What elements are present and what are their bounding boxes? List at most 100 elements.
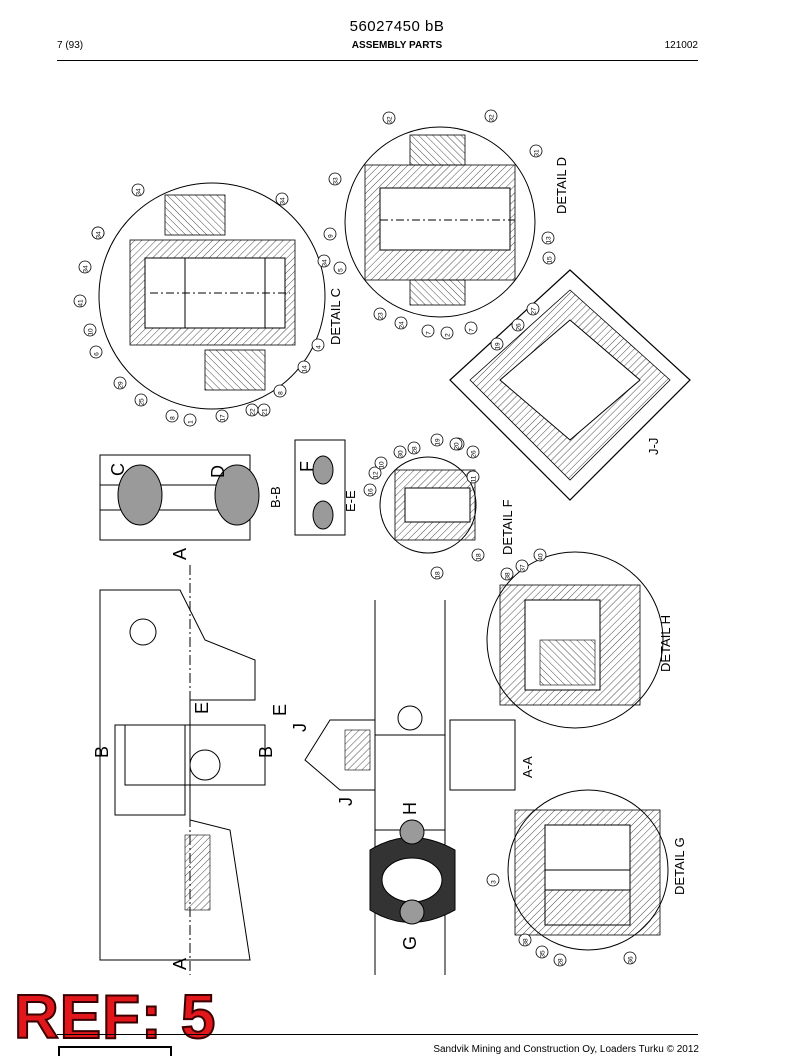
balloon-label: 22: [250, 408, 257, 416]
marker-e-left: E: [192, 702, 212, 714]
balloon-circle: [368, 466, 382, 480]
balloon-circle: [511, 318, 525, 332]
detail-c-view: DETAIL C: [98, 182, 343, 410]
balloon-circle: [529, 144, 543, 158]
marker-e-right: E: [270, 704, 290, 716]
balloon-label: 28: [558, 958, 565, 966]
balloon-circle: [165, 409, 179, 423]
ref-stamp: REF: 5: [13, 982, 217, 1053]
section-aa-view: H G J J A-A: [290, 600, 535, 975]
balloon-label: 27: [531, 307, 538, 315]
balloon-label: 38: [505, 572, 512, 580]
section-bb-label: B-B: [268, 486, 283, 508]
document-number: 56027450 bB: [349, 18, 445, 35]
marker-a-bottom: A: [170, 958, 190, 970]
balloon-label: 12: [373, 471, 380, 479]
balloon-circle: [89, 345, 103, 359]
balloon-label: 18: [435, 571, 442, 579]
marker-b-right: B: [256, 746, 276, 758]
balloon-circle: [91, 226, 105, 240]
balloon-circle: [113, 376, 127, 390]
balloon-label: 20: [454, 442, 461, 450]
balloon-label: 10: [88, 328, 95, 336]
detail-g-label: DETAIL G: [672, 837, 687, 895]
balloon-label: 34: [322, 259, 329, 267]
detail-f-label: DETAIL F: [500, 499, 515, 555]
balloon-label: 29: [118, 381, 125, 389]
document-date: 121002: [664, 40, 698, 51]
balloon-label: 40: [538, 553, 545, 561]
balloon-circle: [421, 324, 435, 338]
balloon-circle: [449, 437, 463, 451]
balloon-circle: [490, 337, 504, 351]
balloon-circle: [297, 360, 311, 374]
brand-logo-strip: [58, 1046, 172, 1056]
balloon-circle: [215, 409, 229, 423]
balloon-label: 14: [302, 365, 309, 373]
section-bb-view: C D B-B: [99, 454, 283, 541]
balloon-circle: [486, 873, 500, 887]
balloon-label: 8: [278, 391, 285, 395]
assembly-drawing: DETAIL C DETAIL D C D B-B F E-E DETAIL F: [73, 109, 691, 975]
balloon-label: 24: [399, 321, 406, 329]
balloon-circle: [466, 445, 480, 459]
balloon-label: 34: [96, 231, 103, 239]
balloon-circle: [311, 338, 325, 352]
section-aa-label: A-A: [520, 756, 535, 778]
balloon-circle: [430, 566, 444, 580]
section-jj-label: J-J: [646, 438, 661, 455]
balloon-label: 19: [435, 438, 442, 446]
marker-c: C: [108, 463, 128, 476]
balloon-label: 34: [280, 197, 287, 205]
balloon-circle: [466, 470, 480, 484]
detail-d-label: DETAIL D: [554, 157, 569, 214]
footer-copyright: Sandvik Mining and Construction Oy, Load…: [433, 1044, 699, 1055]
balloon-label: 6: [94, 352, 101, 356]
balloon-circle: [382, 111, 396, 125]
balloon-circle: [183, 413, 197, 427]
balloon-circle: [363, 483, 377, 497]
marker-g: G: [400, 936, 420, 950]
balloon-circle: [542, 251, 556, 265]
balloon-circle: [484, 109, 498, 123]
balloon-circle: [440, 326, 454, 340]
balloon-label: 10: [379, 461, 386, 469]
header-divider: [57, 60, 698, 61]
balloon-label: 26: [516, 323, 523, 331]
balloon-circle: [393, 445, 407, 459]
balloon-label: 2: [445, 333, 452, 337]
balloon-circle: [374, 456, 388, 470]
balloon-label: 34: [83, 265, 90, 273]
marker-d: D: [208, 465, 228, 478]
detail-c-label: DETAIL C: [328, 288, 343, 345]
balloon-circle: [464, 321, 478, 335]
balloon-circle: [533, 548, 547, 562]
detail-h-view: DETAIL H: [486, 551, 673, 729]
balloon-label: 25: [139, 398, 146, 406]
marker-a-top: A: [170, 548, 190, 560]
balloon-label: 30: [398, 450, 405, 458]
balloon-label: 37: [520, 564, 527, 572]
balloon-label: 41: [78, 299, 85, 307]
balloon-label: 32: [387, 116, 394, 124]
balloon-label: 17: [220, 414, 227, 422]
balloon-circle: [526, 302, 540, 316]
balloon-circle: [373, 307, 387, 321]
marker-h: H: [400, 802, 420, 815]
marker-b-left: B: [92, 746, 112, 758]
balloon-circle: [131, 183, 145, 197]
section-jj-view: J-J: [449, 269, 691, 501]
marker-f: F: [297, 461, 317, 472]
detail-g-view: DETAIL G: [507, 789, 687, 951]
detail-h-label: DETAIL H: [658, 615, 673, 672]
balloon-circle: [323, 227, 337, 241]
marker-j-bottom: J: [336, 797, 356, 806]
balloon-circle: [78, 260, 92, 274]
balloon-circle: [515, 559, 529, 573]
balloon-label: 7: [426, 331, 433, 335]
page-number: 7 (93): [57, 40, 84, 51]
balloon-label: 3: [491, 880, 498, 884]
detail-f-view: DETAIL F: [379, 456, 515, 555]
section-title: ASSEMBLY PARTS: [351, 40, 443, 51]
balloon-label: 15: [547, 256, 554, 264]
